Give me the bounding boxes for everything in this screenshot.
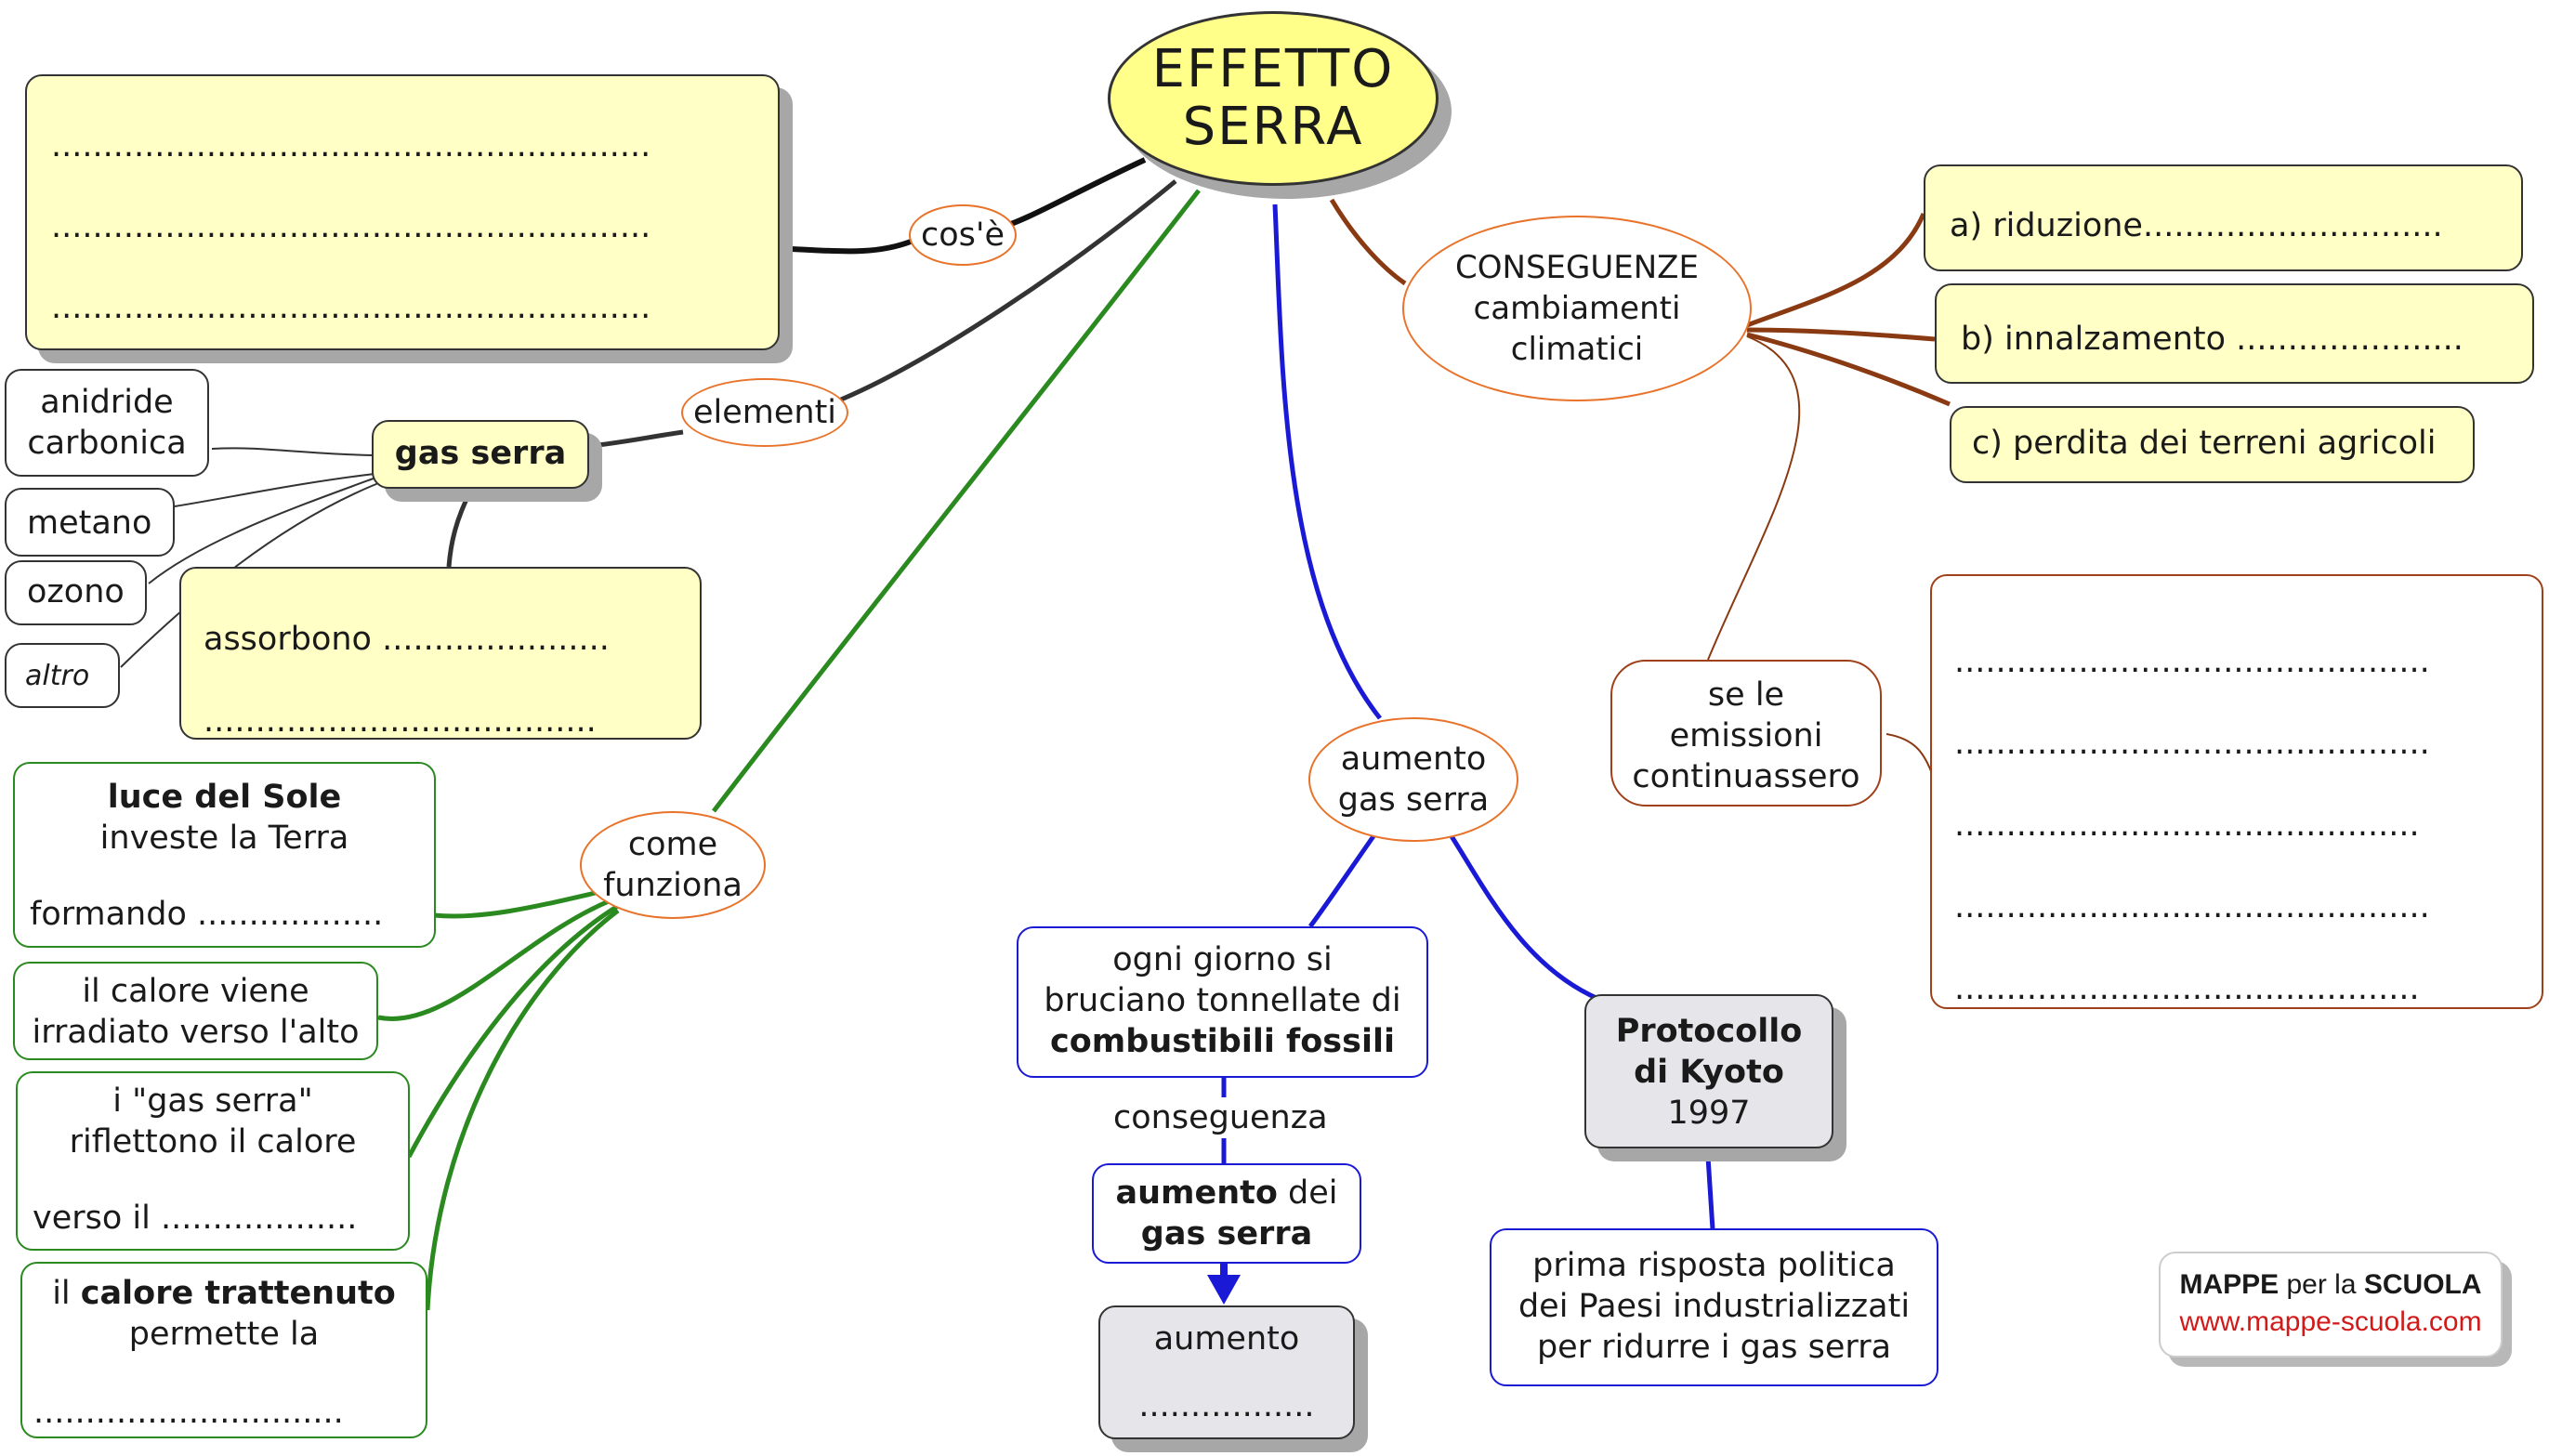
political-response-box: prima risposta politica dei Paesi indust… xyxy=(1490,1228,1938,1386)
how-box-trapped-heat: il calore trattenuto permette la .......… xyxy=(20,1262,427,1438)
brand-scuola: SCUOLA xyxy=(2363,1269,2482,1300)
consequence-item-c: c) perdita dei terreni agricoli xyxy=(1950,406,2475,483)
brand-mappe: MAPPE xyxy=(2179,1269,2280,1300)
how-box-sunlight: luce del Sole investe la Terra formando … xyxy=(13,762,436,948)
how-box-heat-radiated: il calore viene irradiato verso l'alto xyxy=(13,962,378,1060)
fossil-fuels-box: ogni giorno si bruciano tonnellate di co… xyxy=(1017,926,1428,1078)
emissions-answer-box: ........................................… xyxy=(1930,574,2543,1009)
title-line2: SERRA xyxy=(1182,97,1364,157)
definition-line: ........................................… xyxy=(51,208,651,245)
connector-aumento: aumento gas serra xyxy=(1308,717,1518,842)
link-cose-box xyxy=(789,239,913,255)
final-aumento-box: aumento ................. xyxy=(1098,1305,1355,1439)
definition-line: ........................................… xyxy=(51,127,651,164)
link-title-aumento xyxy=(1272,203,1382,720)
aumento-gas-box: aumento dei gas serra xyxy=(1092,1163,1361,1264)
consequence-item-a: a) riduzione............................… xyxy=(1924,164,2523,271)
link-title-conseguenze xyxy=(1329,198,1407,286)
absorb-box: assorbono ...................... .......… xyxy=(179,567,702,740)
emissions-node: se le emissioni continuassero xyxy=(1610,660,1882,807)
brand-badge: MAPPE per la SCUOLA www.mappe-scuola.com xyxy=(2159,1252,2503,1358)
element-item-co2: anidride carbonica xyxy=(5,369,209,477)
consequence-item-b: b) innalzamento ...................... xyxy=(1935,283,2534,384)
connector-elementi: elementi xyxy=(681,378,848,447)
kyoto-box: Protocollo di Kyoto 1997 xyxy=(1584,994,1833,1148)
link-title-elementi xyxy=(840,179,1177,402)
connector-come-funziona: come funziona xyxy=(580,811,766,919)
link-title-come xyxy=(712,189,1201,813)
definition-line: ........................................… xyxy=(51,289,651,326)
definition-box: ........................................… xyxy=(25,74,780,350)
link-title-cose xyxy=(998,157,1147,230)
connector-cose: cos'è xyxy=(909,204,1017,266)
brand-url[interactable]: www.mappe-scuola.com xyxy=(2179,1306,2482,1337)
how-box-reflection: i "gas serra" riflettono il calore verso… xyxy=(16,1071,410,1251)
element-item-metano: metano xyxy=(5,488,175,557)
consequence-label: conseguenza xyxy=(1108,1097,1334,1138)
element-item-altro: altro xyxy=(5,643,120,708)
connector-conseguenze: CONSEGUENZE cambiamenti climatici xyxy=(1402,216,1752,401)
element-item-ozono: ozono xyxy=(5,560,147,625)
link-elementi-gasserra xyxy=(587,429,684,449)
title-line1: EFFETTO xyxy=(1151,39,1395,99)
gas-serra-node: gas serra xyxy=(372,420,589,489)
